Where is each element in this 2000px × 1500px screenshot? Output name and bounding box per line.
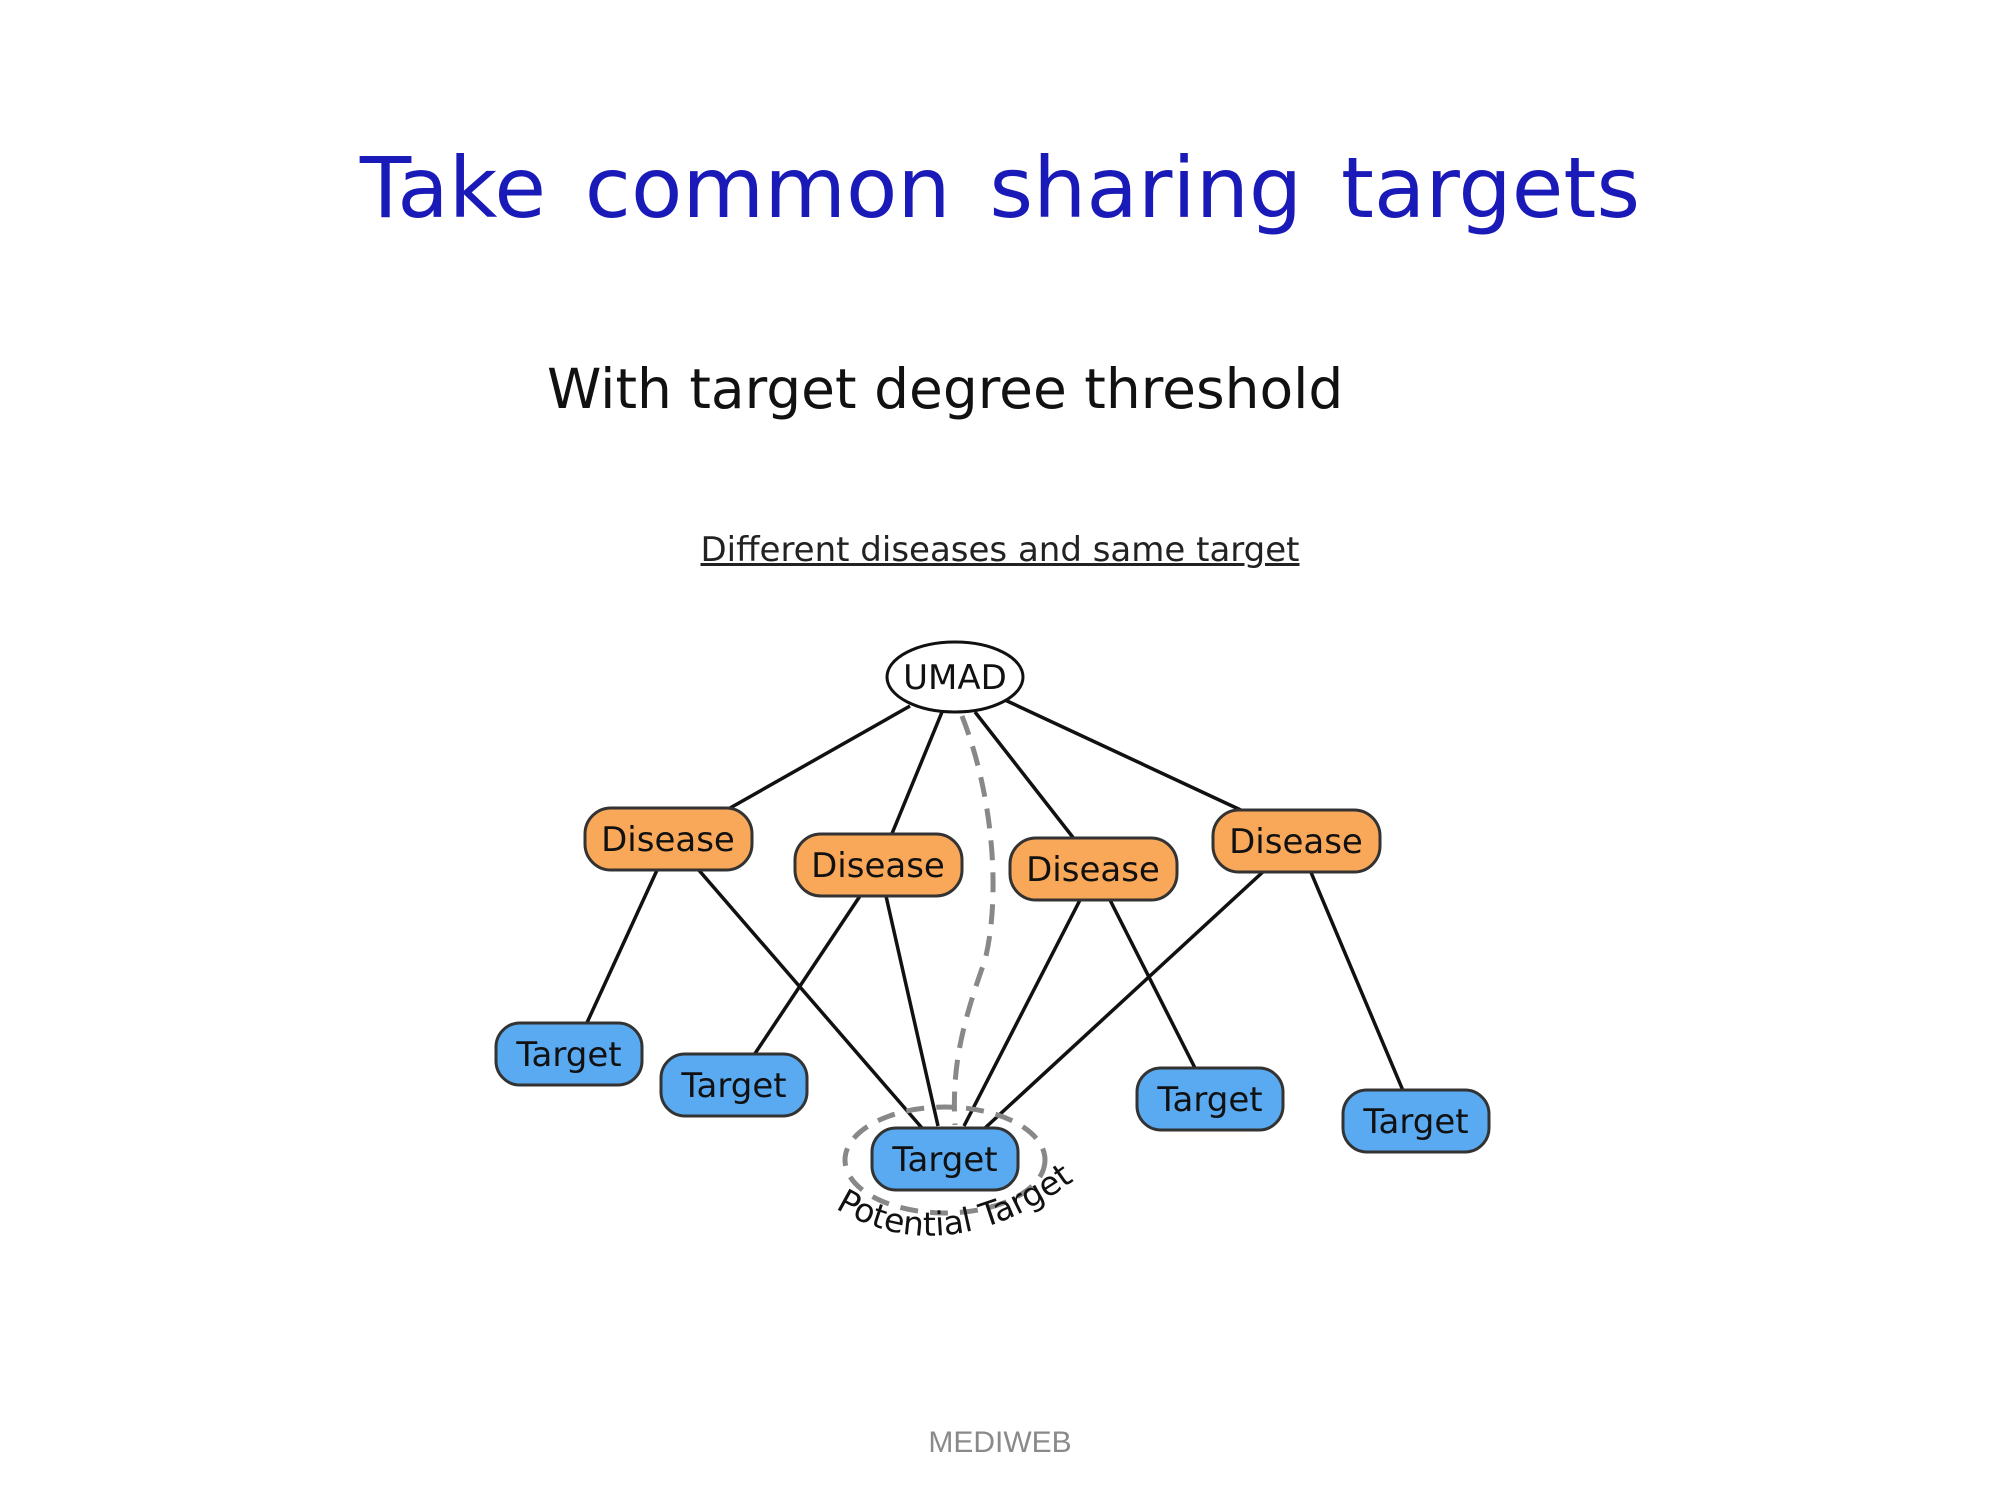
disease-node: Disease	[583, 806, 754, 872]
disease-node-shape	[1211, 808, 1382, 874]
target-node-shape	[494, 1021, 644, 1087]
edge-root-disease-1	[722, 704, 911, 814]
target-node-shape	[1341, 1088, 1491, 1154]
target-node: Target	[1341, 1088, 1491, 1154]
slide-title: Take common sharing targets	[359, 139, 1641, 237]
target-node-label: Target	[1156, 1080, 1262, 1120]
potential-target-node-shape	[870, 1126, 1020, 1192]
edge-d2-potential	[884, 895, 940, 1127]
disease-node: Disease	[1008, 836, 1179, 902]
root-node-shape	[885, 640, 1025, 714]
disease-node-label: Disease	[811, 846, 945, 886]
target-node-label: Target	[680, 1066, 786, 1106]
root-node: UMAD	[885, 640, 1025, 714]
disease-node: Disease	[793, 832, 964, 898]
edge-d1-potential	[695, 866, 924, 1130]
edge-d4-t4	[1308, 869, 1406, 1094]
target-node-label: Target	[1362, 1102, 1468, 1142]
edge-d4-potential	[983, 868, 1267, 1130]
disease-node-shape	[1008, 836, 1179, 902]
target-node-shape	[659, 1052, 809, 1118]
slide-subtitle: With target degree threshold	[547, 357, 1344, 421]
root-node-label: UMAD	[903, 658, 1007, 698]
target-node: Target	[494, 1021, 644, 1087]
potential-target-highlight	[842, 1104, 1048, 1216]
disease-node-shape	[793, 832, 964, 898]
root-edges	[722, 698, 1246, 842]
edge-root-disease-4	[1004, 698, 1246, 814]
disease-node-shape	[583, 806, 754, 872]
diagram-caption: Different diseases and same target	[700, 530, 1300, 570]
disease-node-label: Disease	[1229, 822, 1363, 862]
disease-node-label: Disease	[601, 820, 735, 860]
target-node-label: Target	[515, 1035, 621, 1075]
edge-d3-potential	[962, 899, 1082, 1127]
disease-node-label: Disease	[1026, 850, 1160, 890]
target-node: Target	[1135, 1066, 1285, 1132]
disease-node: Disease	[1211, 808, 1382, 874]
potential-target-node: Target	[870, 1126, 1020, 1192]
target-node: Target	[659, 1052, 809, 1118]
disease-target-edges	[583, 866, 1406, 1130]
dashed-path-root-potential	[951, 715, 996, 1126]
edge-d2-t2	[750, 895, 862, 1059]
slide-footer: MEDIWEB	[928, 1426, 1072, 1459]
edge-root-disease-3	[973, 710, 1077, 842]
edge-d1-t1	[583, 867, 660, 1028]
potential-target-node-label: Target	[891, 1140, 997, 1180]
edge-root-disease-2	[889, 711, 944, 837]
edge-d3-t3	[1108, 899, 1199, 1073]
target-node-shape	[1135, 1066, 1285, 1132]
